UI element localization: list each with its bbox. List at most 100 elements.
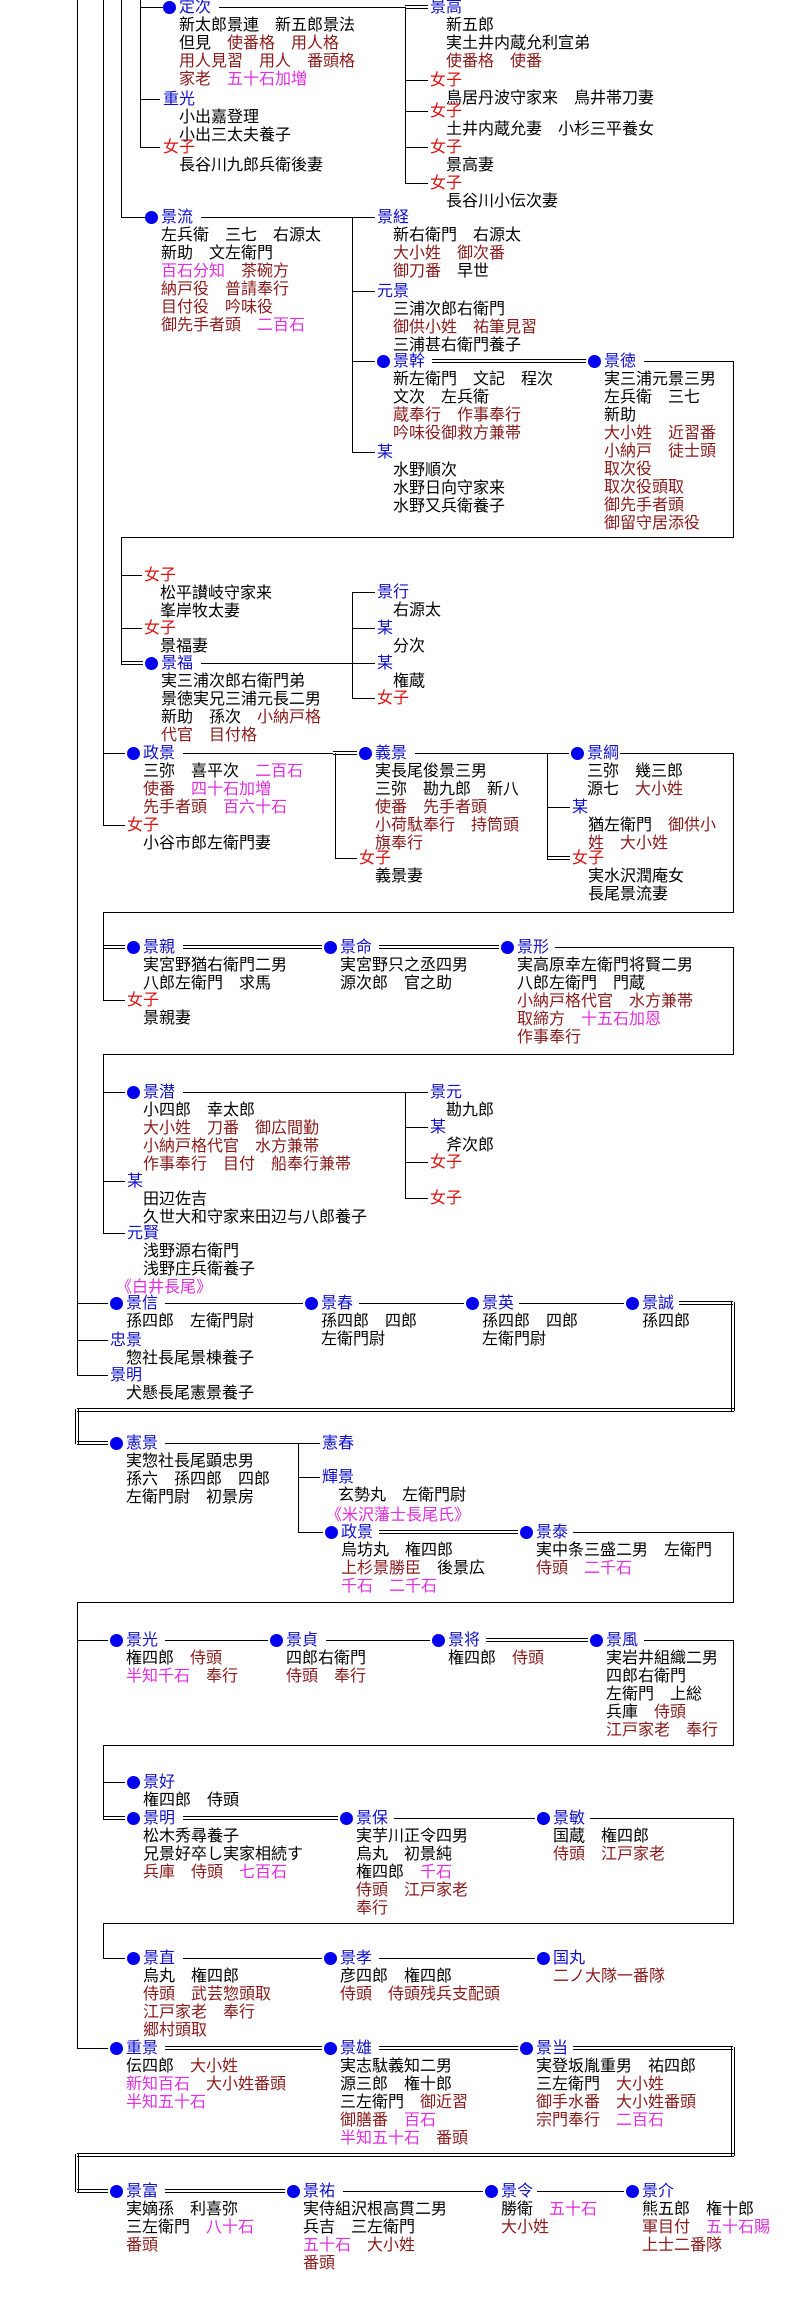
person-name[interactable]: 景保 xyxy=(356,1808,389,1827)
person-name[interactable]: 某 xyxy=(377,442,394,461)
person-name[interactable]: 女子 xyxy=(430,70,463,89)
person-name[interactable]: 某 xyxy=(572,797,589,816)
office-text: 大小姓 xyxy=(620,833,669,852)
heir-dot-icon xyxy=(163,0,176,14)
person-name[interactable]: 景富 xyxy=(126,2181,159,2200)
detail-text: 義景妻 xyxy=(375,866,424,885)
connector-line xyxy=(326,1640,430,1641)
detail-line: 小納戸徒士頭 xyxy=(604,442,716,460)
person-name[interactable]: 重景 xyxy=(126,2038,159,2057)
person-entry: 定次新太郎景連新五郎景法但見使番格用人格用人見習用人番頭格家老五十石加増 xyxy=(163,0,355,88)
person-name[interactable]: 景敏 xyxy=(553,1808,586,1827)
person-name[interactable]: 某 xyxy=(430,1117,447,1136)
heir-dot-icon xyxy=(127,746,140,760)
person-details: 実三浦次郎右衛門弟景徳実兄三浦元長二男新助孫次小納戸格代官目付格 xyxy=(145,672,321,744)
connector-line xyxy=(333,751,357,755)
person-name[interactable]: 元景 xyxy=(377,281,410,300)
person-name[interactable]: 景経 xyxy=(377,207,410,226)
person-name[interactable]: 定次 xyxy=(179,0,212,16)
person-name[interactable]: 景当 xyxy=(536,2038,569,2057)
person-name[interactable]: 景流 xyxy=(161,207,194,226)
person-name[interactable]: 景高 xyxy=(430,0,463,16)
person-name[interactable]: 景将 xyxy=(448,1630,481,1649)
office-text: 祐筆見習 xyxy=(473,317,538,336)
person-name[interactable]: 景風 xyxy=(606,1630,639,1649)
person-name[interactable]: 女子 xyxy=(144,565,177,584)
person-name[interactable]: 景光 xyxy=(126,1630,159,1649)
person-name[interactable]: 女子 xyxy=(430,1152,463,1171)
person-name[interactable]: 女子 xyxy=(127,990,160,1009)
person-name[interactable]: 景親 xyxy=(143,937,176,956)
person-name[interactable]: 景命 xyxy=(340,937,373,956)
person-entry: 景富実嫡孫利喜弥三左衛門八十石番頭 xyxy=(110,2182,254,2254)
person-name[interactable]: 景孝 xyxy=(340,1948,373,1967)
person-name-row: 女子 xyxy=(430,138,494,156)
person-name[interactable]: 重光 xyxy=(163,89,196,108)
detail-text: 孫四郎 xyxy=(321,1311,370,1330)
person-name[interactable]: 某 xyxy=(377,618,394,637)
person-name[interactable]: 景行 xyxy=(377,582,410,601)
person-name[interactable]: 景祐 xyxy=(303,2181,336,2200)
person-name[interactable]: 女子 xyxy=(359,848,392,867)
person-name[interactable]: 景明 xyxy=(143,1808,176,1827)
person-name[interactable]: 憲春 xyxy=(322,1433,355,1452)
stipend-text: 百石分知 xyxy=(161,261,226,280)
person-name[interactable]: 景潜 xyxy=(143,1082,176,1101)
person-name[interactable]: 景信 xyxy=(126,1293,159,1312)
connector-line xyxy=(75,1409,79,1444)
person-name[interactable]: 女子 xyxy=(144,618,177,637)
person-name[interactable]: 景綱 xyxy=(587,743,620,762)
person-name[interactable]: 景介 xyxy=(642,2181,675,2200)
detail-line: 水野日向守家来 xyxy=(393,479,505,497)
person-name[interactable]: 女子 xyxy=(430,137,463,156)
person-entry: 女子景親妻 xyxy=(127,991,191,1027)
person-name[interactable]: 憲景 xyxy=(126,1433,159,1452)
person-name[interactable]: 女子 xyxy=(430,101,463,120)
connector-line xyxy=(555,947,733,948)
person-name[interactable]: 景徳 xyxy=(604,351,637,370)
person-name[interactable]: 景明 xyxy=(110,1365,143,1384)
person-name[interactable]: 女子 xyxy=(377,688,410,707)
person-name[interactable]: 輝景 xyxy=(322,1467,355,1486)
detail-line: 長谷川小伝次妻 xyxy=(446,192,558,210)
person-name[interactable]: 景誠 xyxy=(642,1293,675,1312)
person-name-row: 景風 xyxy=(590,1631,718,1649)
detail-text: 景徳実兄三浦元長二男 xyxy=(161,689,322,708)
person-name[interactable]: 某 xyxy=(377,653,394,672)
person-name[interactable]: 景直 xyxy=(143,1948,176,1967)
person-name[interactable]: 景春 xyxy=(321,1293,354,1312)
person-details: 松平讃岐守家来峯岸牧太妻 xyxy=(144,584,272,620)
connector-line xyxy=(140,0,141,148)
person-name[interactable]: 景形 xyxy=(517,937,550,956)
person-name[interactable]: 景泰 xyxy=(536,1522,569,1541)
person-name[interactable]: 女子 xyxy=(430,173,463,192)
person-name[interactable]: 女子 xyxy=(127,815,160,834)
person-name[interactable]: 義景 xyxy=(375,743,408,762)
detail-text: 彦四郎 xyxy=(340,1966,389,1985)
person-name[interactable]: 女子 xyxy=(572,848,605,867)
person-name[interactable]: 女子 xyxy=(430,1188,463,1207)
person-name[interactable]: 景幹 xyxy=(393,351,426,370)
person-name[interactable]: 景好 xyxy=(143,1772,176,1791)
person-name[interactable]: 景貞 xyxy=(286,1630,319,1649)
connector-line xyxy=(379,945,499,949)
person-name[interactable]: 景福 xyxy=(161,653,194,672)
person-name[interactable]: 国丸 xyxy=(553,1948,586,1967)
detail-line: 三弥喜平次二百石 xyxy=(143,762,303,780)
person-name[interactable]: 女子 xyxy=(163,137,196,156)
person-name[interactable]: 忠景 xyxy=(110,1330,143,1349)
office-text: 侍頭 xyxy=(654,1702,687,1721)
person-name[interactable]: 政景 xyxy=(341,1522,374,1541)
detail-line: 烏坊丸権四郎 xyxy=(341,1541,485,1559)
person-name-row: 景明 xyxy=(110,1366,254,1384)
person-name[interactable]: 景令 xyxy=(501,2181,534,2200)
person-name[interactable]: 景元 xyxy=(430,1082,463,1101)
person-name-row: 女子 xyxy=(163,138,323,156)
person-name[interactable]: 元賢 xyxy=(127,1223,160,1242)
person-name[interactable]: 某 xyxy=(127,1171,144,1190)
connector-line xyxy=(77,1602,78,2049)
person-name[interactable]: 政景 xyxy=(143,743,176,762)
person-name[interactable]: 景雄 xyxy=(340,2038,373,2057)
person-name-row: 景直 xyxy=(127,1949,271,1967)
person-name[interactable]: 景英 xyxy=(482,1293,515,1312)
